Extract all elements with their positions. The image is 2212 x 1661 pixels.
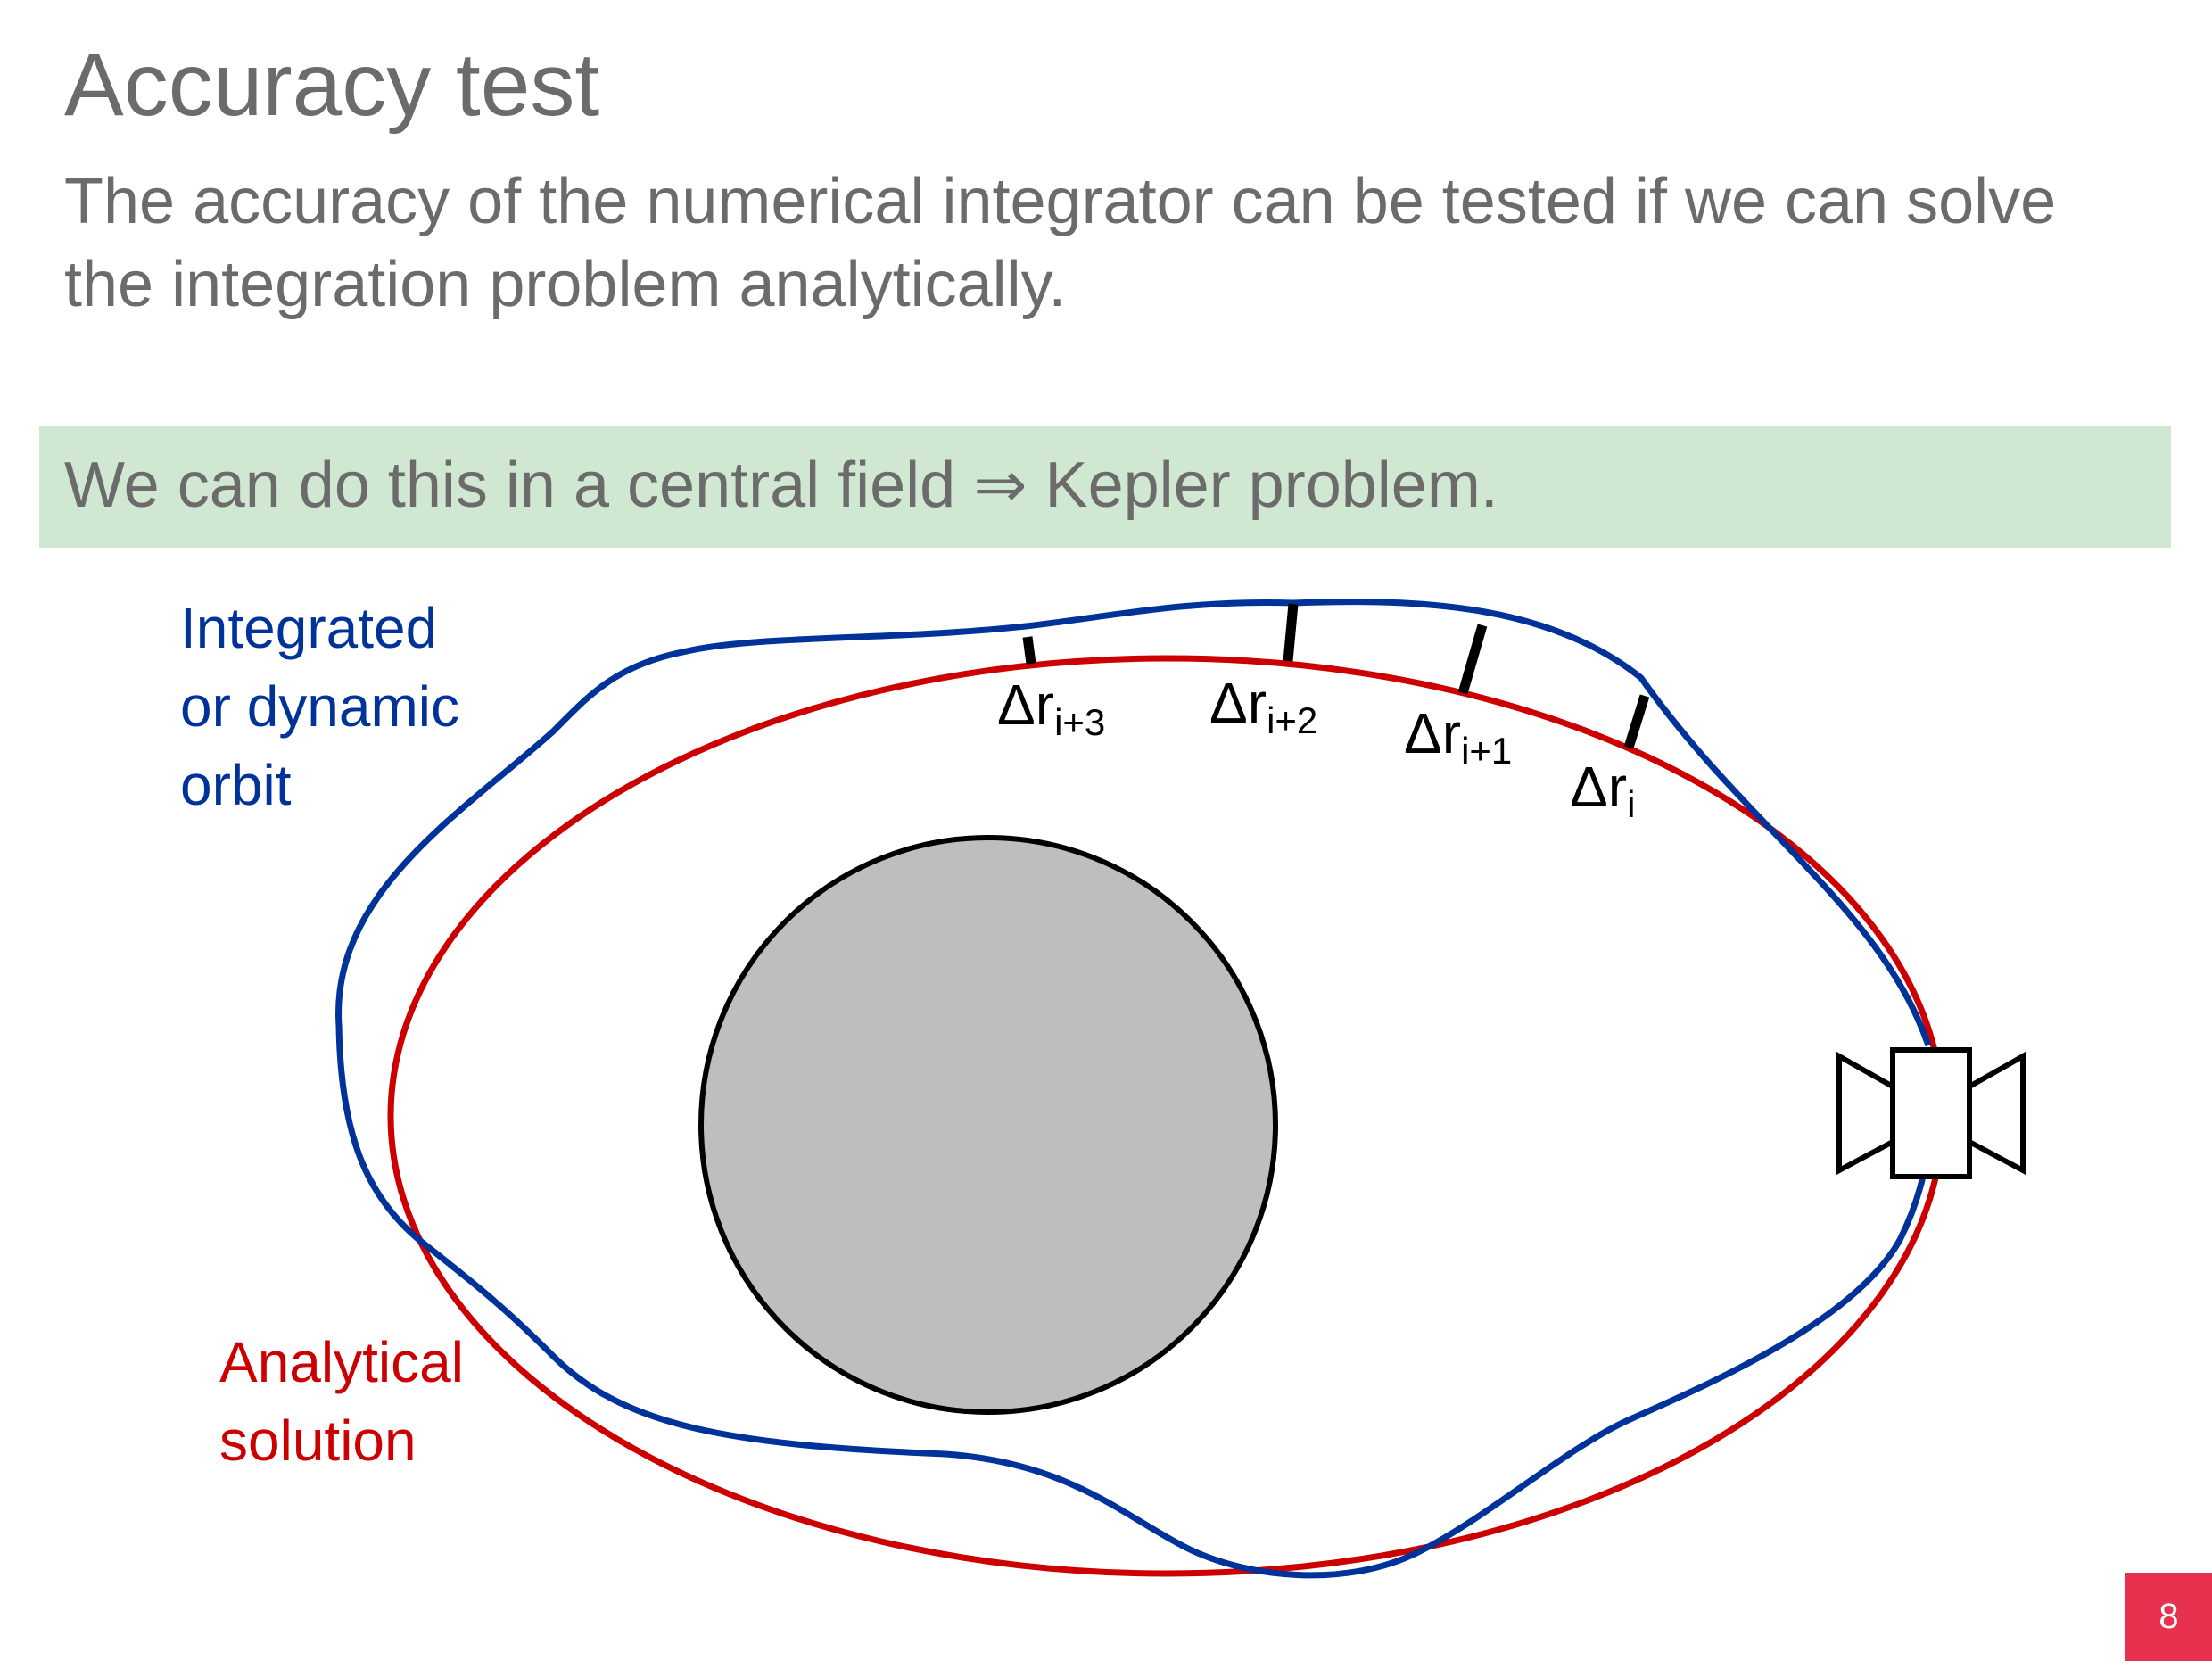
- deviation-sub: i+1: [1461, 729, 1513, 772]
- deviation-label-i2: Δri+2: [1209, 674, 1317, 740]
- intro-text: The accuracy of the numerical integrator…: [64, 166, 2057, 320]
- deviation-sub: i+3: [1054, 700, 1106, 743]
- analytical-label-line: Analytical: [219, 1330, 464, 1394]
- deviation-label-i3: Δri+3: [997, 676, 1105, 741]
- satellite-left-panel: [1836, 1051, 1895, 1175]
- integrated-label-line: orbit: [180, 753, 292, 817]
- analytical-orbit-label: Analytical solution: [219, 1323, 464, 1480]
- deviation-segment-i1: [1457, 624, 1488, 695]
- analytical-label-line: solution: [219, 1409, 417, 1473]
- satellite-body: [1890, 1047, 1972, 1179]
- deviation-label-i1: Δri+1: [1404, 705, 1512, 770]
- deviation-label-i: Δri: [1570, 758, 1635, 823]
- deviation-segment-i3: [1022, 636, 1036, 665]
- integrated-label-line: or dynamic: [180, 674, 459, 739]
- page-number-badge: 8: [2125, 1573, 2212, 1661]
- deviation-base: Δr: [1404, 701, 1462, 765]
- deviation-base: Δr: [1570, 755, 1628, 819]
- deviation-sub: i+2: [1267, 698, 1318, 741]
- slide-title: Accuracy test: [64, 35, 600, 135]
- deviation-segment-i: [1623, 694, 1650, 749]
- integrated-orbit: [335, 599, 1932, 1579]
- integrated-label-line: Integrated: [180, 596, 438, 660]
- deviation-base: Δr: [1209, 671, 1267, 735]
- satellite-icon: [1836, 1047, 2026, 1179]
- highlight-text: We can do this in a central field ⇒ Kepl…: [64, 450, 1498, 521]
- deviation-segment-i2: [1283, 603, 1299, 662]
- central-body: [698, 835, 1278, 1415]
- integrated-orbit-label: Integrated or dynamic orbit: [180, 589, 459, 824]
- satellite-right-panel: [1967, 1051, 2026, 1175]
- highlight-box: We can do this in a central field ⇒ Kepl…: [39, 426, 2171, 548]
- deviation-base: Δr: [997, 673, 1055, 737]
- deviation-sub: i: [1627, 782, 1636, 825]
